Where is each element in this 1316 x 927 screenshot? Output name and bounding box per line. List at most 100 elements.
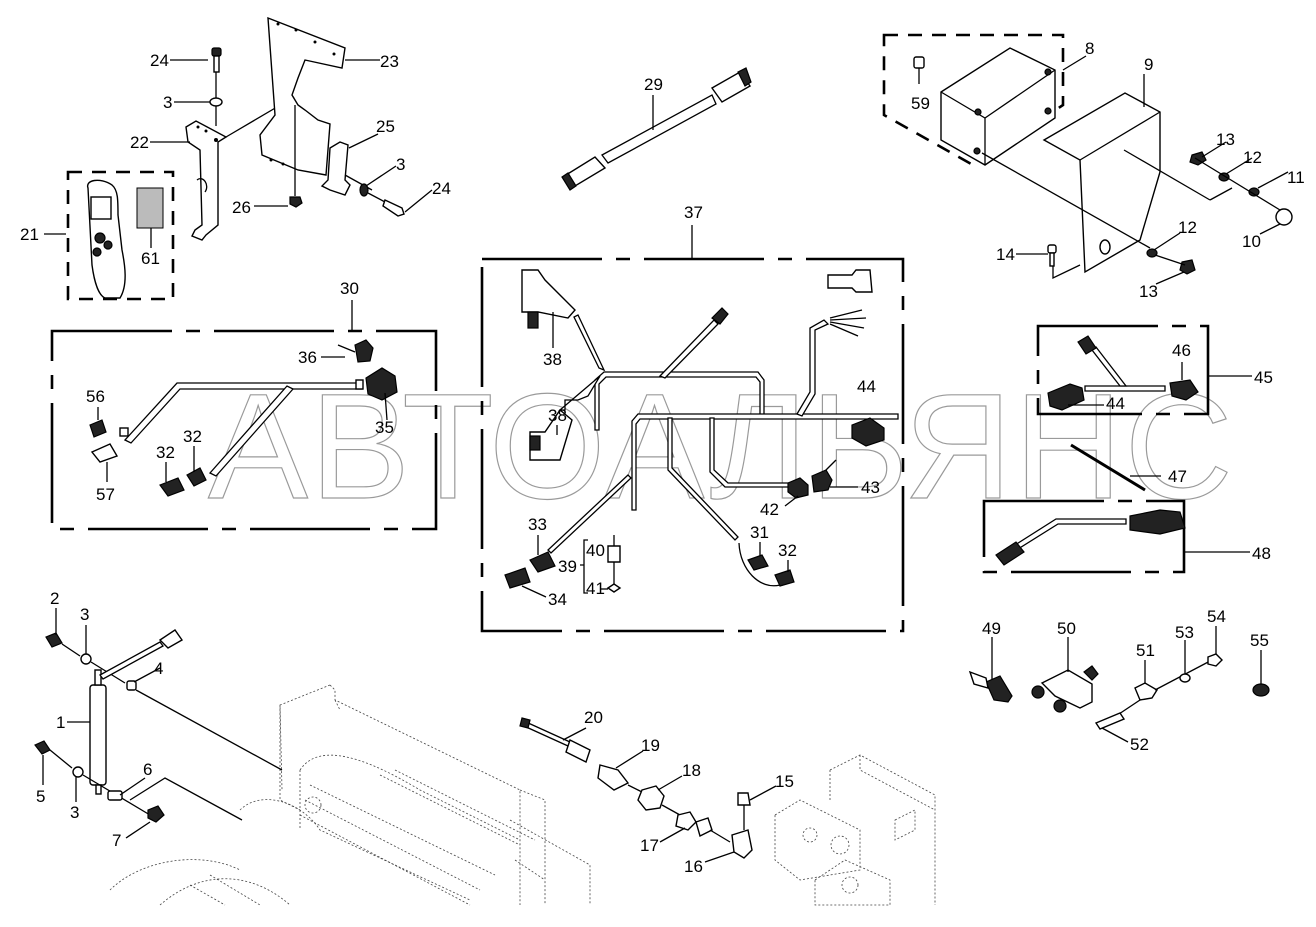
manifold-50-icon (1040, 669, 1093, 709)
label-sticker-icon (136, 187, 164, 229)
callout-9: 9 (1144, 55, 1153, 74)
fitting-15-icon (737, 792, 751, 806)
callout-3-cyl-bottom: 3 (70, 803, 79, 822)
callout-33: 33 (528, 515, 547, 534)
callout-2: 2 (50, 589, 59, 608)
callout-44-adapter: 44 (1106, 394, 1125, 413)
washer-icon (1248, 187, 1260, 197)
callout-54: 54 (1207, 607, 1226, 626)
connector-icon (747, 554, 769, 571)
callout-3: 3 (163, 93, 172, 112)
callout-40: 40 (586, 541, 605, 560)
control-box-icon (940, 47, 1056, 166)
nut-icon (289, 196, 303, 208)
washer-icon (1218, 172, 1230, 182)
callout-1: 1 (56, 713, 65, 732)
callout-59: 59 (911, 94, 930, 113)
coupler-19-icon (597, 764, 630, 791)
nut-icon (147, 805, 165, 823)
callout-10: 10 (1242, 232, 1261, 251)
callout-51: 51 (1136, 641, 1155, 660)
callout-22: 22 (130, 133, 149, 152)
bolt-icon (34, 740, 51, 755)
bolt-icon (1047, 244, 1057, 254)
callout-12-top: 12 (1243, 148, 1262, 167)
clamp-51-icon (1134, 682, 1158, 701)
connector-icon (711, 307, 729, 325)
machine-frame-outline (109, 684, 591, 906)
control-box-assembly (882, 33, 1293, 280)
large-connector-icon (521, 269, 576, 319)
connector-icon (1169, 379, 1199, 401)
connector-icon (774, 569, 795, 587)
fitting-49-icon (985, 675, 1013, 703)
nut-icon (1179, 259, 1196, 275)
callout-14: 14 (996, 245, 1015, 264)
callout-11: 11 (1287, 168, 1305, 187)
bolt-icon (211, 47, 222, 57)
box-bracket-9 (1042, 92, 1161, 274)
cap-icon (1275, 208, 1293, 226)
callout-3-right: 3 (396, 155, 405, 174)
screw-52-icon (1094, 712, 1126, 730)
nut-18-icon (637, 785, 665, 811)
nut-icon (1207, 653, 1223, 667)
connector-icon (504, 567, 531, 589)
harness-adapter-45 (1036, 324, 1210, 416)
callout-29: 29 (644, 75, 663, 94)
callout-23: 23 (380, 52, 399, 71)
round-connector-icon (365, 367, 398, 401)
callout-31: 31 (750, 523, 769, 542)
display-screen (90, 196, 112, 220)
connector-icon (159, 477, 185, 497)
harness-30 (50, 329, 438, 531)
round-connector-icon (1129, 509, 1186, 535)
elbow-16-icon (731, 829, 753, 859)
connector-icon (89, 419, 107, 438)
callout-55: 55 (1250, 631, 1269, 650)
callout-26: 26 (232, 198, 251, 217)
callout-6: 6 (143, 760, 152, 779)
callout-39: 39 (558, 557, 577, 576)
mount-plate-23 (259, 16, 346, 176)
washer-icon (1179, 673, 1191, 683)
connector-icon (710, 71, 752, 103)
callout-30: 30 (340, 279, 359, 298)
sensor-cylinder-assembly (34, 629, 283, 823)
extension-cable-48 (982, 499, 1186, 574)
callout-34: 34 (548, 590, 567, 609)
callout-43: 43 (861, 478, 880, 497)
callout-45: 45 (1254, 368, 1273, 387)
connector-icon (529, 551, 556, 573)
washer-icon (209, 97, 223, 107)
callout-46: 46 (1172, 341, 1191, 360)
washer-icon (359, 183, 369, 197)
bolt-icon (382, 199, 405, 217)
group-box-48 (982, 499, 1186, 574)
callout-13-bottom: 13 (1139, 282, 1158, 301)
hydraulic-pump-outline (774, 754, 936, 906)
connector-icon (90, 443, 119, 463)
bracket-assembly (66, 16, 405, 301)
callout-16: 16 (684, 857, 703, 876)
spacer-icon (107, 790, 123, 801)
callout-56: 56 (86, 387, 105, 406)
callout-35: 35 (375, 418, 394, 437)
group-box-45 (1036, 324, 1210, 416)
nut-icon (1252, 683, 1270, 697)
callout-32-b: 32 (183, 427, 202, 446)
callout-13-top: 13 (1216, 130, 1235, 149)
callout-24-right: 24 (432, 179, 451, 198)
fittings (968, 626, 1270, 730)
callout-3-cyl-top: 3 (80, 605, 89, 624)
callout-32-a: 32 (156, 443, 175, 462)
connector-icon (995, 541, 1025, 566)
round-connector-icon (787, 477, 809, 499)
callout-42: 42 (760, 500, 779, 519)
connector-icon (186, 467, 207, 487)
cap-connector-icon (811, 469, 833, 493)
callout-57: 57 (96, 485, 115, 504)
connector-icon (1077, 335, 1097, 355)
